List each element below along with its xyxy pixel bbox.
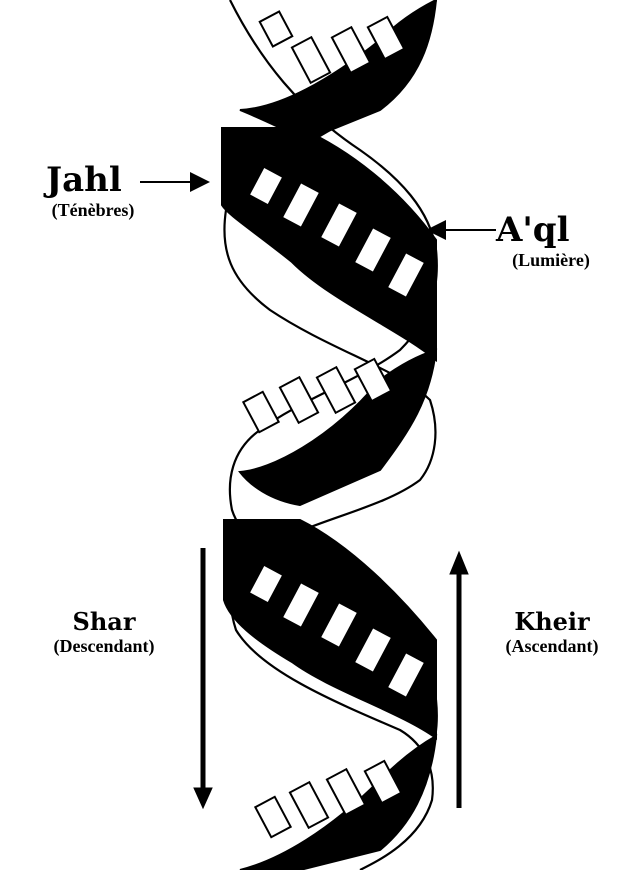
jahl-label: Jahl (Ténèbres) xyxy=(18,160,168,221)
pointer-arrows xyxy=(140,172,496,240)
rungs xyxy=(241,10,427,839)
helix-outline xyxy=(223,0,438,870)
kheir-title: Kheir xyxy=(514,607,590,636)
shar-subtitle: (Descendant) xyxy=(53,636,155,656)
jahl-title: Jahl xyxy=(46,160,122,200)
direction-arrows xyxy=(193,548,469,810)
kheir-label: Kheir (Ascendant) xyxy=(466,607,636,657)
aql-label: A'ql (Lumière) xyxy=(476,210,626,271)
jahl-subtitle: (Ténèbres) xyxy=(51,200,135,220)
shar-label: Shar (Descendant) xyxy=(14,607,194,657)
kheir-subtitle: (Ascendant) xyxy=(505,636,599,656)
aql-subtitle: (Lumière) xyxy=(512,250,590,270)
aql-title: A'ql xyxy=(496,210,570,250)
shar-title: Shar xyxy=(72,607,136,636)
